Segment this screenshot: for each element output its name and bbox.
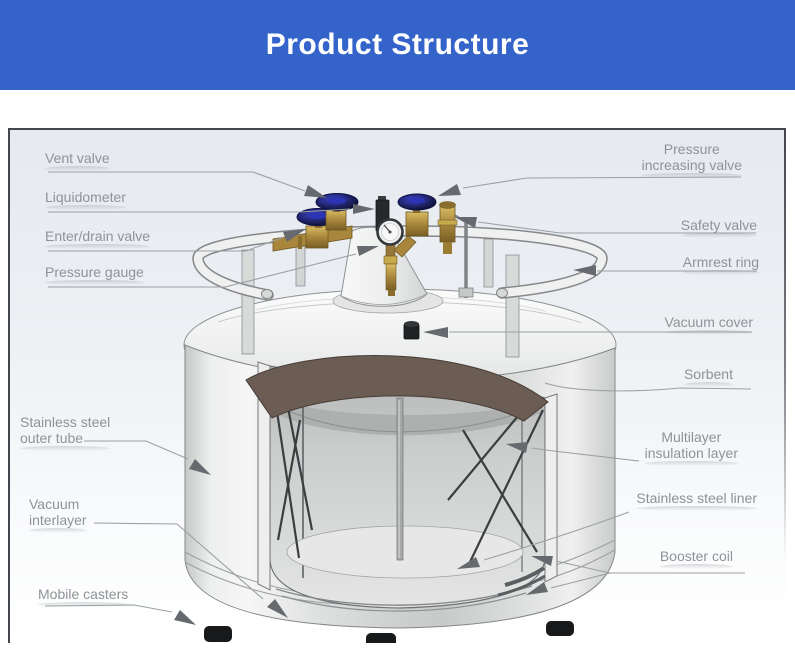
arrow-liquidometer-icon [353, 204, 375, 214]
arrow-vacuum-interlayer-icon [267, 599, 288, 618]
wall-cut-face-right [544, 393, 558, 583]
arrow-multilayer-icon [506, 442, 528, 453]
valve-cluster-left [272, 193, 359, 252]
label-stainless-steel-outer-tube: Stainless steel outer tube [20, 414, 110, 451]
label-armrest-ring: Armrest ring [683, 254, 759, 275]
booster-coil-body [275, 566, 546, 612]
arrow-booster-2-icon [526, 582, 548, 595]
mobile-casters-body [204, 621, 574, 643]
leader-pressure-increasing-valve [462, 176, 742, 189]
arrow-armrest-ring-icon [573, 265, 596, 276]
structure-diagram [44, 171, 757, 643]
leader-vent-valve [48, 171, 306, 192]
multilayer-insulation-straps [271, 371, 544, 563]
arrow-booster-1-icon [531, 556, 553, 566]
pressure-gauge-body [376, 218, 404, 246]
label-liquidometer: Liquidometer [45, 189, 126, 210]
label-vent-valve: Vent valve [45, 150, 110, 171]
leader-pressure-gauge [48, 253, 357, 288]
wall-cut-face-left [257, 361, 271, 591]
label-stainless-steel-liner: Stainless steel liner [636, 490, 757, 511]
leader-liner [483, 511, 630, 561]
label-multilayer-insulation-layer: Multilayer insulation layer [645, 429, 738, 466]
arrow-pressure-gauge-icon [357, 246, 379, 256]
title-banner: Product Structure [0, 0, 795, 90]
arrow-pressure-increasing-icon [438, 184, 461, 196]
liner-center-rod [396, 397, 404, 561]
sorbent-disc [245, 355, 549, 422]
vacuum-cover-body [403, 321, 420, 340]
arrow-vent-valve-icon [304, 185, 327, 198]
safety-valve-body [437, 201, 458, 254]
label-safety-valve: Safety valve [681, 217, 757, 238]
pressure-increasing-valve-body [393, 193, 437, 258]
leader-arrows [174, 184, 596, 625]
drain-connection [383, 243, 398, 296]
leader-enter-drain-valve [48, 236, 285, 252]
leader-booster-2 [550, 572, 611, 589]
diagram-panel [8, 128, 786, 643]
arrow-vacuum-cover-icon [423, 327, 448, 338]
label-vacuum-cover: Vacuum cover [665, 314, 753, 335]
label-sorbent: Sorbent [684, 366, 733, 387]
label-vacuum-interlayer: Vacuum interlayer [29, 496, 87, 533]
arrow-mobile-casters-icon [174, 610, 196, 625]
arrow-outer-tube-icon [189, 459, 211, 475]
leader-liquidometer [48, 208, 351, 213]
label-enter-drain-valve: Enter/drain valve [45, 228, 150, 249]
arrow-safety-valve-icon [455, 217, 477, 228]
leader-vacuum-interlayer [93, 522, 264, 600]
page-title: Product Structure [265, 28, 530, 61]
label-pressure-gauge: Pressure gauge [45, 264, 144, 285]
leader-sorbent [544, 382, 752, 392]
label-pressure-increasing-valve: Pressure increasing valve [642, 141, 742, 178]
label-mobile-casters: Mobile casters [38, 586, 128, 607]
label-booster-coil: Booster coil [660, 548, 733, 569]
tank-illustration [183, 193, 617, 643]
arrow-liner-icon [457, 557, 480, 569]
arrow-enter-drain-icon [283, 229, 306, 242]
leader-multilayer [531, 447, 640, 462]
panel-right-border [784, 130, 786, 560]
